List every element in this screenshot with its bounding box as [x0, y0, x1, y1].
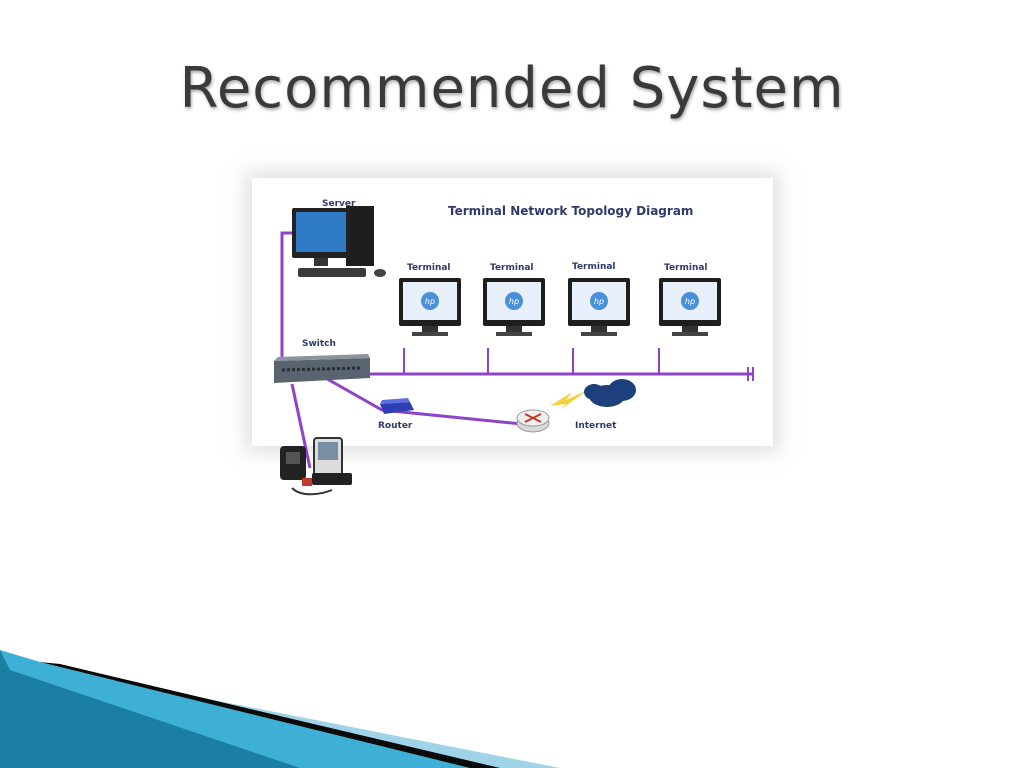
terminal-icon: hp — [568, 278, 630, 336]
internet-label: Internet — [575, 421, 617, 431]
slide-title: Recommended System — [0, 56, 1024, 121]
handheld-device-icon — [280, 438, 352, 494]
terminal-icon: hp — [659, 278, 721, 336]
server-icon — [292, 206, 386, 277]
terminal-logo: hp — [425, 297, 435, 306]
router-label: Router — [378, 421, 413, 431]
terminal-label: Terminal — [572, 262, 616, 272]
switch-router-line — [322, 376, 522, 424]
server-switch-line — [282, 233, 292, 368]
terminal-label: Terminal — [490, 263, 534, 273]
terminal-logo: hp — [594, 297, 604, 306]
terminal-logo: hp — [509, 297, 519, 306]
switch-label: Switch — [302, 339, 336, 349]
decorative-bottom-band — [0, 640, 1024, 768]
terminal-icon: hp — [399, 278, 461, 336]
terminal-icon: hp — [483, 278, 545, 336]
switch-icon — [274, 354, 370, 383]
server-label: Server — [322, 199, 356, 209]
terminal-label: Terminal — [664, 263, 708, 273]
terminal-label: Terminal — [407, 263, 451, 273]
cloud-icon — [584, 379, 636, 407]
diagram-title: Terminal Network Topology Diagram — [448, 204, 693, 218]
terminal-logo: hp — [685, 297, 695, 306]
lightning-icon — [550, 390, 588, 410]
terminal-drops — [404, 348, 659, 374]
gateway-icon — [517, 410, 549, 432]
network-topology-diagram: Terminal Network Topology Diagram Server… — [252, 178, 773, 508]
